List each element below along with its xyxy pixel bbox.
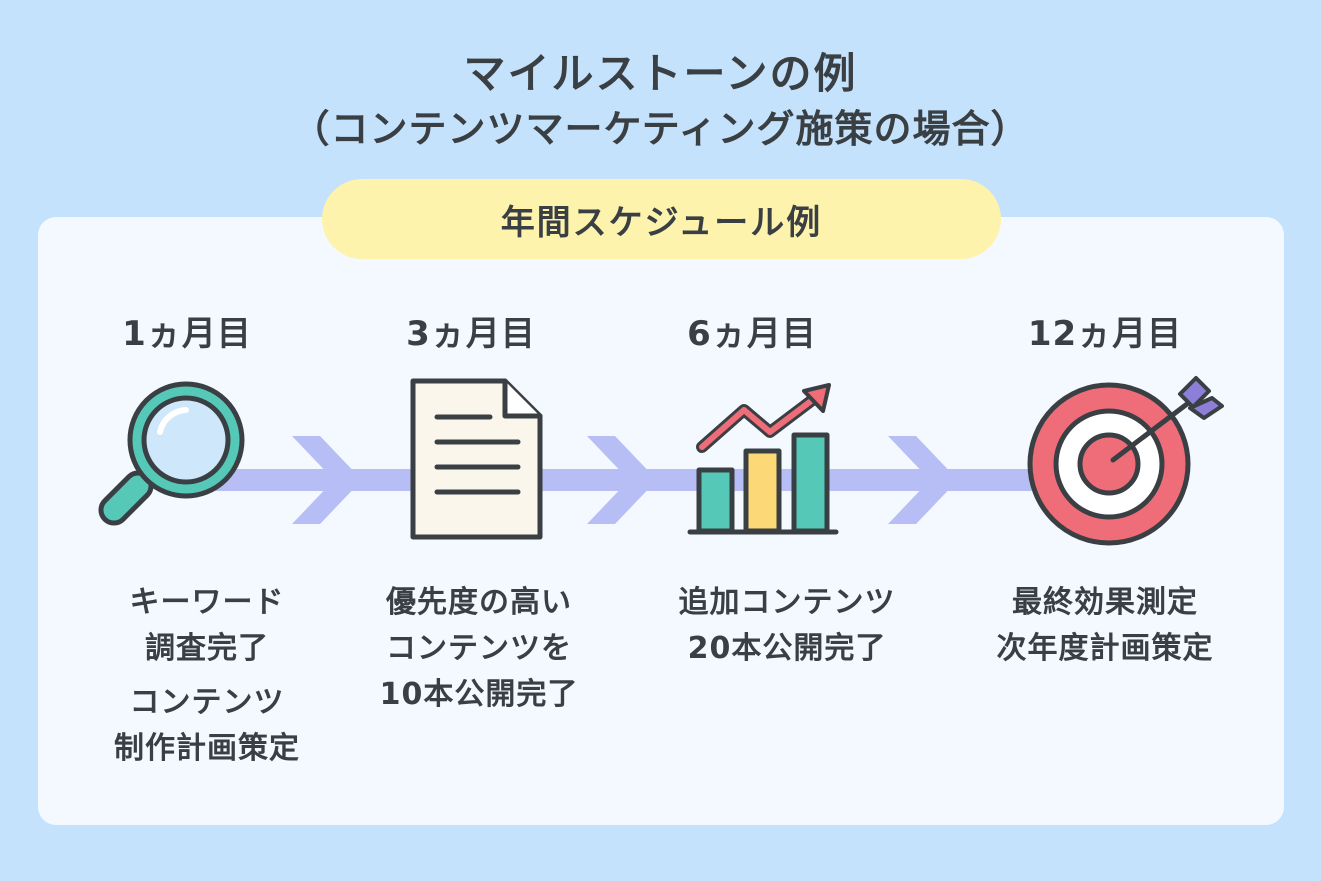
- page-title: マイルストーンの例: [463, 49, 858, 98]
- desc-line: 最終効果測定: [1012, 585, 1198, 620]
- desc-line: 調査完了: [145, 631, 269, 666]
- milestone-desc-1: キーワード 調査完了 コンテンツ 制作計画策定: [72, 580, 342, 772]
- milestone-desc-12: 最終効果測定 次年度計画策定: [970, 580, 1240, 672]
- schedule-label: 年間スケジュール例: [322, 179, 1001, 259]
- target-icon: [1027, 376, 1224, 546]
- milestone-desc-6: 追加コンテンツ 20本公開完了: [652, 580, 922, 672]
- desc-line: 追加コンテンツ: [678, 585, 896, 620]
- bar-chart-icon: [687, 383, 839, 535]
- document-icon: [410, 378, 543, 540]
- desc-line: 優先度の高い: [386, 585, 572, 620]
- chevron-arrow-1: [292, 436, 362, 524]
- desc-line: コンテンツを: [386, 631, 572, 666]
- desc-line: 制作計画策定: [114, 731, 300, 766]
- magnifier-icon: [98, 381, 245, 526]
- milestone-desc-3: 優先度の高い コンテンツを 10本公開完了: [344, 580, 614, 718]
- milestone-month-6: 6ヵ月目: [687, 314, 817, 354]
- milestone-month-1: 1ヵ月目: [122, 314, 252, 354]
- desc-line: 20本公開完了: [687, 631, 887, 666]
- chevron-arrow-2: [587, 436, 657, 524]
- milestone-month-3: 3ヵ月目: [406, 314, 536, 354]
- desc-line: 10本公開完了: [379, 677, 579, 712]
- desc-line: コンテンツ: [129, 685, 285, 720]
- desc-line: 次年度計画策定: [996, 631, 1214, 666]
- desc-line: キーワード: [129, 585, 285, 620]
- page-subtitle: （コンテンツマーケティング施策の場合）: [291, 107, 1030, 151]
- milestone-month-12: 12ヵ月目: [1027, 314, 1183, 354]
- chevron-arrow-3: [888, 436, 958, 524]
